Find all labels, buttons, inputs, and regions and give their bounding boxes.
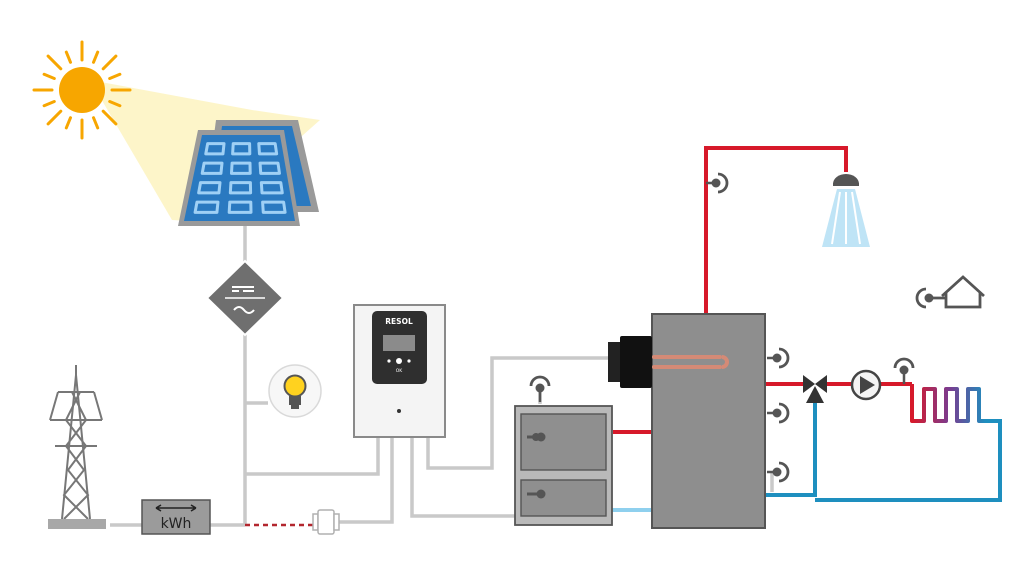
ok-button-label: OK	[396, 368, 404, 374]
pv-cell	[229, 161, 252, 175]
sun-ray	[46, 54, 63, 71]
temperature-sensor-icon	[893, 357, 915, 384]
temperature-sensor-icon	[767, 461, 790, 483]
house-sensor-icon	[915, 275, 985, 309]
pv-cell	[204, 142, 226, 156]
pv-cell	[227, 200, 253, 214]
tower-base	[48, 519, 106, 529]
inverter-icon	[205, 259, 285, 337]
heating-circuit-icon	[910, 384, 986, 423]
hot-pipes	[613, 146, 912, 434]
temperature-sensor-icon	[529, 375, 551, 402]
sun-ray	[108, 72, 122, 80]
pv-cell	[193, 200, 220, 214]
temperature-sensors	[529, 172, 915, 483]
pv-panel-icon	[178, 120, 319, 226]
sun-ray	[101, 109, 118, 126]
sun-ray	[46, 109, 63, 126]
house-sensor-dot	[924, 293, 934, 303]
shower-head-icon	[822, 174, 870, 247]
sun-icon	[32, 40, 132, 140]
light-bulb-icon	[268, 364, 322, 418]
storage-tank-icon	[651, 313, 766, 529]
transmission-tower-icon	[49, 365, 103, 520]
pv-cell	[258, 161, 281, 175]
pv-cell	[257, 142, 279, 156]
temperature-sensor-icon	[767, 402, 790, 424]
pv-cell	[228, 181, 253, 195]
brand-logo: RESOL	[385, 317, 413, 326]
immersion-heater-icon	[608, 336, 729, 388]
sun-ray	[64, 50, 72, 64]
sun-ray	[92, 116, 100, 130]
pv-cell	[197, 181, 222, 195]
pv-cell	[259, 181, 284, 195]
controller-display	[383, 335, 415, 351]
current-sensor-icon	[312, 509, 340, 535]
cold-pipes	[765, 396, 1002, 502]
controller-icon: RESOL OK	[353, 304, 446, 438]
sun-ray	[64, 116, 72, 130]
sun-ray	[92, 50, 100, 64]
sun-ray	[42, 72, 56, 80]
pv-cell	[261, 200, 287, 214]
sun-ray	[108, 100, 122, 108]
sun-ray	[42, 100, 56, 108]
temperature-sensor-icon	[706, 172, 729, 194]
meter-label: kWh	[161, 516, 192, 532]
energy-meter-icon: kWh	[141, 499, 211, 535]
pump-icon	[850, 369, 882, 401]
mixing-valve-icon	[803, 375, 827, 403]
pv-cell	[200, 161, 224, 175]
temperature-sensor-icon	[767, 347, 790, 369]
sun-ray	[101, 54, 118, 71]
boiler-icon	[514, 405, 613, 526]
pv-cell	[231, 142, 252, 156]
